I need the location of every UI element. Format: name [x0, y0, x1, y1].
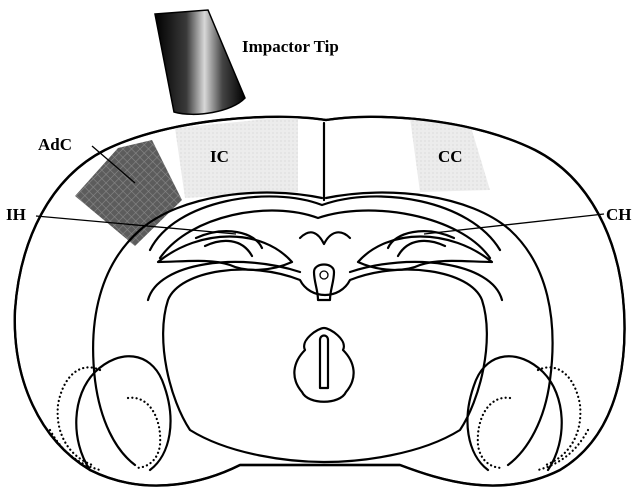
ih-label: IH	[6, 205, 26, 224]
ic-label: IC	[210, 147, 229, 166]
adc-label: AdC	[38, 135, 72, 154]
impactor-tip	[155, 10, 245, 114]
ipsilateral-cortex-region	[175, 116, 298, 198]
ch-label: CH	[606, 205, 632, 224]
cc-label: CC	[438, 147, 463, 166]
impactor-tip-label: Impactor Tip	[242, 37, 339, 56]
